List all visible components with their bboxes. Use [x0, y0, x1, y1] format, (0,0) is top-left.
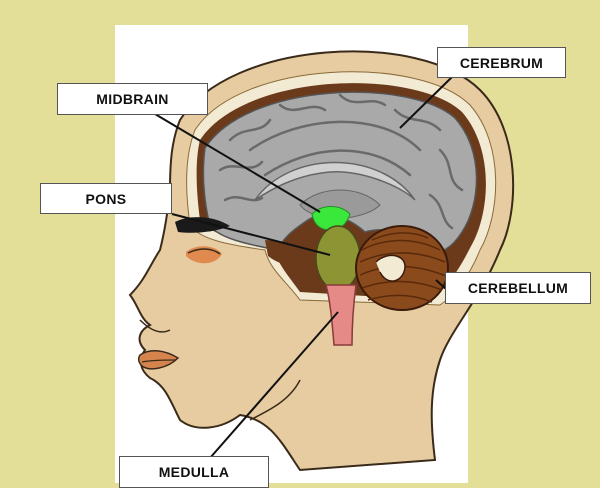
cerebellum-shape: [356, 226, 448, 310]
label-pons: PONS: [40, 183, 172, 214]
label-cerebrum: CEREBRUM: [437, 47, 566, 78]
label-medulla: MEDULLA: [119, 456, 269, 488]
label-cerebellum: CEREBELLUM: [445, 272, 591, 304]
label-midbrain: MIDBRAIN: [57, 83, 208, 115]
pons-shape: [316, 226, 360, 290]
